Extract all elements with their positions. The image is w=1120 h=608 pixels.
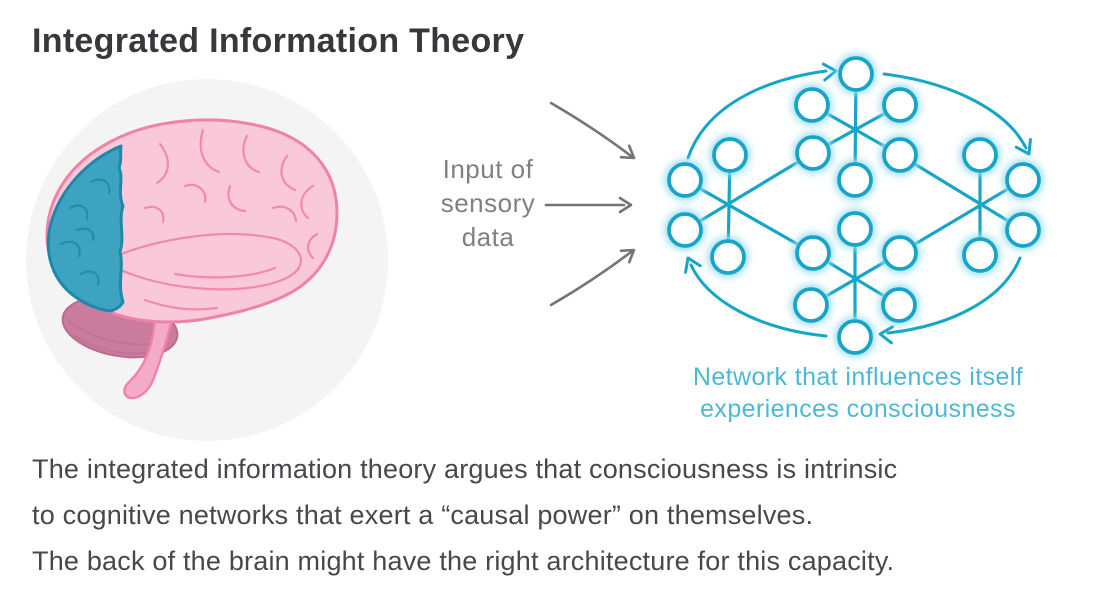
loop-arc-left-to-top [686,69,828,160]
temporal-inner-line [173,266,277,279]
network-caption: Network that influences itself experienc… [640,361,1076,425]
sensory-input-label: Input of sensory data [416,152,560,254]
input-label-line: Input of [442,154,534,184]
loop-arc-top-to-right [882,72,1028,150]
loop-arc-right-to-bottom-head [878,325,895,345]
input-arrow-top-head [619,144,636,160]
loop-arc-bottom-to-left [689,263,828,338]
network-node [710,239,746,275]
network-node [794,87,830,123]
network-node [795,135,831,171]
input-arrow-bottom [549,250,633,307]
network-edge [898,178,1025,255]
network-node [795,235,831,271]
description-paragraph: The integrated information theory argues… [32,446,897,584]
network-node [838,56,874,92]
network-node [667,162,703,198]
paragraph-line: to cognitive networks that exert a “caus… [32,500,814,530]
network-node [837,162,873,198]
network-node [837,319,873,355]
brain-icon [45,118,339,400]
network-edge [683,151,815,232]
network-node [962,137,998,173]
brain-stem [123,310,175,400]
input-label-line: data [461,222,515,252]
temporal-fold-line [105,233,303,291]
network-node [882,87,918,123]
network-node [881,287,917,323]
network-node [882,235,918,271]
occipital-gyri [59,178,111,287]
loop-arc-top-to-right-head [1014,138,1032,156]
network-node [793,287,829,323]
network-nodes [667,56,1041,355]
network-edge [898,153,1025,232]
cerebrum-gyri [143,128,319,311]
page-title: Integrated Information Theory [32,22,525,60]
brain-illustration [26,79,388,441]
feedback-loop-arrows [684,62,1032,345]
network-node [667,212,703,248]
input-arrow-middle-head [618,196,633,214]
network-caption-line: experiences consciousness [700,395,1016,423]
input-arrow-bottom-head [619,248,636,264]
network-node [837,211,873,247]
input-arrows [544,101,636,307]
network-node [882,137,918,173]
input-label-line: sensory [440,188,536,218]
paragraph-line: The integrated information theory argues… [32,454,898,484]
network-node [712,137,748,173]
loop-arc-left-to-top-head [821,62,838,82]
loop-arc-bottom-to-left-head [684,256,702,274]
loop-arc-right-to-bottom [886,256,1022,335]
input-arrow-top [549,101,633,158]
network-node [1005,162,1041,198]
network-node [962,237,998,273]
network-caption-line: Network that influences itself [692,363,1024,391]
network-edges [683,72,1025,339]
network-edge [683,178,815,255]
paragraph-line: The back of the brain might have the rig… [32,546,895,576]
network-node [1005,212,1041,248]
